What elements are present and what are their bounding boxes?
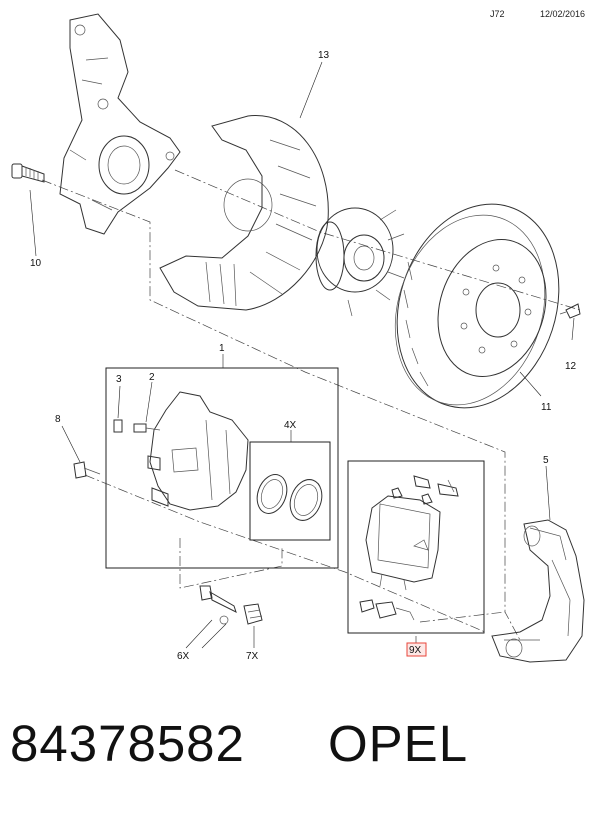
callout-1: 1 [219,343,225,354]
diagram-date: 12/02/2016 [540,9,586,19]
dust-shield [159,115,329,311]
bleeder-valve [133,423,161,433]
callout-7x: 7X [246,651,259,662]
brake-pad-set [365,487,441,591]
steering-knuckle [59,13,181,235]
piston-seal [256,474,323,521]
assembly-axis-lines [41,169,581,641]
leader-lines [29,61,575,649]
callout-3: 3 [116,374,122,385]
brake-disc [394,203,560,409]
knuckle-bolt [11,163,45,183]
brake-caliper [147,391,249,511]
callout-5: 5 [543,455,549,466]
pad-wear-clips [413,475,459,497]
brand-name: OPEL [328,715,469,772]
callout-4x: 4X [284,420,297,431]
part-number: 84378582 [10,715,245,772]
callout-2: 2 [149,372,155,383]
diagram-code: J72 [490,9,505,19]
callout-9x: 9X [409,645,422,656]
guide-pin [199,585,237,625]
callout-labels: 13 10 12 11 1 3 2 8 4X 5 9X 6X 7X [30,50,577,662]
callout-11: 11 [541,402,552,413]
bleeder-cap [113,419,123,433]
seal-kit-box [249,441,331,541]
callout-13: 13 [318,50,330,61]
caliper-bracket [491,519,585,663]
brake-pad-kit-box [347,460,485,634]
pad-wear-sensor [359,599,415,621]
callout-6x: 6X [177,651,190,662]
guide-pin-boot [243,603,263,625]
callout-12: 12 [565,361,577,372]
callout-8: 8 [55,414,61,425]
caliper-assembly-box [105,367,339,569]
footer: 84378582 OPEL [10,714,590,784]
highlight-marker [406,642,427,657]
callout-10: 10 [30,258,42,269]
exploded-brake-diagram: 13 10 12 11 1 3 2 8 4X 5 9X 6X 7X [11,13,585,663]
wheel-hub [315,207,405,317]
disc-retaining-screw [559,303,581,319]
caliper-bolt [73,461,101,479]
